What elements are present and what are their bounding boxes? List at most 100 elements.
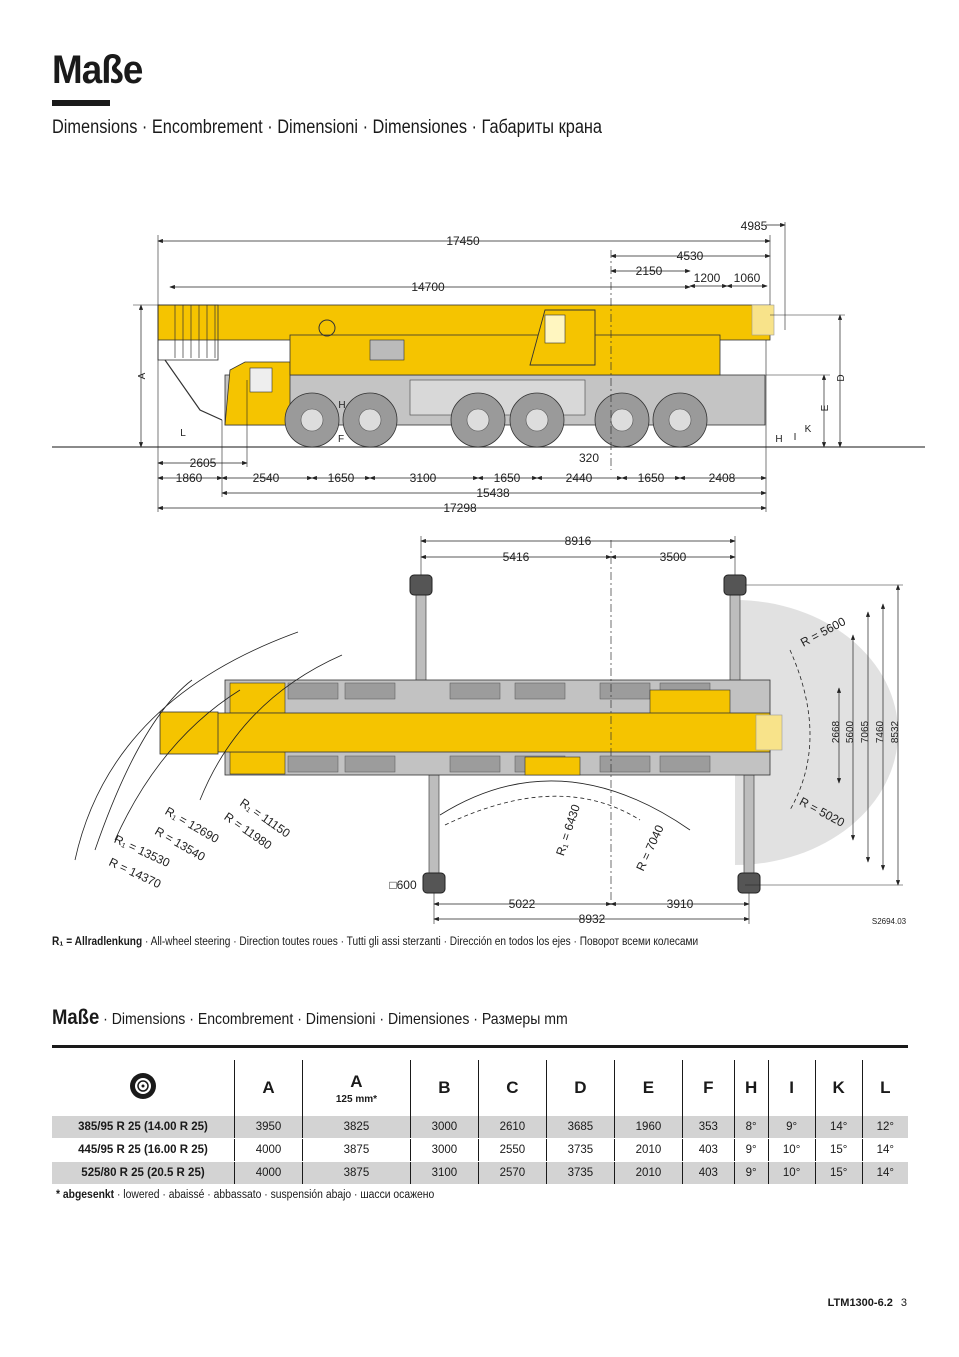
table-rule <box>52 1045 908 1048</box>
side-view-drawing: 17450 4985 4530 2150 1200 1060 14700 260… <box>52 219 925 515</box>
dim-320: 320 <box>579 451 599 465</box>
value-cell: 2610 <box>477 1116 547 1139</box>
value-cell: 403 <box>681 1161 735 1185</box>
dim-17450: 17450 <box>446 234 480 248</box>
tire-size-cell: 525/80 R 25 (20.5 R 25) <box>52 1161 235 1185</box>
value-cell: 9° <box>767 1116 816 1139</box>
dim-5022: 5022 <box>509 897 536 911</box>
value-cell: 3685 <box>545 1116 615 1139</box>
value-cell: 3825 <box>302 1116 411 1139</box>
tire-size-cell: 445/95 R 25 (16.00 R 25) <box>52 1138 235 1162</box>
drawing-id: S2694.03 <box>872 917 907 926</box>
table-title-sub: · Dimensions · Encombrement · Dimensioni… <box>99 1011 568 1028</box>
dim-7460: 7460 <box>875 720 886 743</box>
dim-1650-a: 1650 <box>328 471 355 485</box>
dim-14700: 14700 <box>411 280 445 294</box>
col-F: F <box>681 1060 735 1116</box>
value-cell: 403 <box>681 1138 735 1162</box>
col-K: K <box>814 1060 863 1116</box>
steering-note-text: · All-wheel steering · Direction toutes … <box>142 936 699 948</box>
radius-7040: R = 7040 <box>633 823 667 874</box>
superstructure <box>289 334 721 376</box>
steering-note-bold: R₁ = Allradlenkung <box>52 936 143 948</box>
label-A: A <box>137 372 148 379</box>
dim-15438: 15438 <box>476 486 510 500</box>
label-E: E <box>820 404 831 411</box>
tire-size-cell: 385/95 R 25 (14.00 R 25) <box>52 1116 235 1139</box>
dim-8532: 8532 <box>890 720 901 743</box>
value-cell: 9° <box>733 1138 769 1162</box>
label-D: D <box>836 374 847 381</box>
value-cell: 3100 <box>409 1161 479 1185</box>
table-title: Maße · Dimensions · Encombrement · Dimen… <box>52 1006 568 1030</box>
table-title-main: Maße <box>52 1006 100 1029</box>
driver-cab <box>224 361 291 426</box>
dim-2668: 2668 <box>831 720 842 743</box>
value-cell: 12° <box>861 1116 908 1139</box>
tire-icon <box>130 1072 156 1099</box>
counterweight-swing-area <box>735 600 899 865</box>
top-view-drawing: 8916 5416 3500 5022 3910 8932 □600 2668 … <box>74 534 907 926</box>
value-cell: 3875 <box>302 1138 411 1162</box>
dim-8932: 8932 <box>579 912 606 926</box>
col-H: H <box>733 1060 769 1116</box>
table-footnote: * abgesenkt · lowered · abaissé · abbass… <box>56 1189 434 1201</box>
dim-7065: 7065 <box>860 720 871 743</box>
value-cell: 14° <box>861 1161 908 1185</box>
value-cell: 3875 <box>302 1161 411 1185</box>
col-I: I <box>767 1060 816 1116</box>
radius-6430: R₁ = 6430 <box>553 802 583 857</box>
dim-600: □600 <box>389 878 417 892</box>
dim-3910: 3910 <box>667 897 694 911</box>
footnote-text: · lowered · abaissé · abbassato · suspen… <box>114 1189 435 1201</box>
value-cell: 9° <box>733 1161 769 1185</box>
dim-4530: 4530 <box>677 249 704 263</box>
dim-8916: 8916 <box>565 534 592 548</box>
page-title: Maße <box>52 48 143 92</box>
value-cell: 4000 <box>233 1161 303 1185</box>
dim-2150: 2150 <box>636 264 663 278</box>
col-C: C <box>477 1060 547 1116</box>
label-I-angle: I <box>794 432 797 443</box>
dim-5416: 5416 <box>503 550 530 564</box>
value-cell: 2570 <box>477 1161 547 1185</box>
dim-2540: 2540 <box>253 471 280 485</box>
dim-1650-b: 1650 <box>494 471 521 485</box>
dim-1650-c: 1650 <box>638 471 665 485</box>
value-cell: 2010 <box>613 1138 683 1162</box>
value-cell: 14° <box>814 1116 863 1139</box>
dim-1860: 1860 <box>176 471 203 485</box>
value-cell: 15° <box>814 1161 863 1185</box>
dim-1200: 1200 <box>694 271 721 285</box>
dim-17298: 17298 <box>443 501 477 515</box>
page-footer: LTM1300-6.2 3 <box>828 1297 907 1309</box>
col-A: A <box>233 1060 303 1116</box>
col-D: D <box>545 1060 615 1116</box>
page-subtitle: Dimensions · Encombrement · Dimensioni ·… <box>52 117 603 138</box>
value-cell: 10° <box>767 1138 816 1162</box>
page-number: 3 <box>900 1297 907 1309</box>
dim-2440: 2440 <box>566 471 593 485</box>
col-L: L <box>861 1060 908 1116</box>
dim-3500: 3500 <box>660 550 687 564</box>
label-H-angle: H <box>775 434 782 445</box>
value-cell: 353 <box>681 1116 735 1139</box>
value-cell: 1960 <box>613 1116 683 1139</box>
value-cell: 15° <box>814 1138 863 1162</box>
label-H: H <box>338 400 345 411</box>
model-name: LTM1300-6.2 <box>827 1297 893 1309</box>
col-B: B <box>409 1060 479 1116</box>
value-cell: 2550 <box>477 1138 547 1162</box>
label-K-angle: K <box>805 424 812 435</box>
title-underline <box>52 100 110 106</box>
boom <box>157 304 771 341</box>
footnote-bold: * abgesenkt <box>56 1189 115 1201</box>
dim-2605: 2605 <box>190 456 217 470</box>
value-cell: 8° <box>733 1116 769 1139</box>
value-cell: 10° <box>767 1161 816 1185</box>
dim-3100: 3100 <box>410 471 437 485</box>
